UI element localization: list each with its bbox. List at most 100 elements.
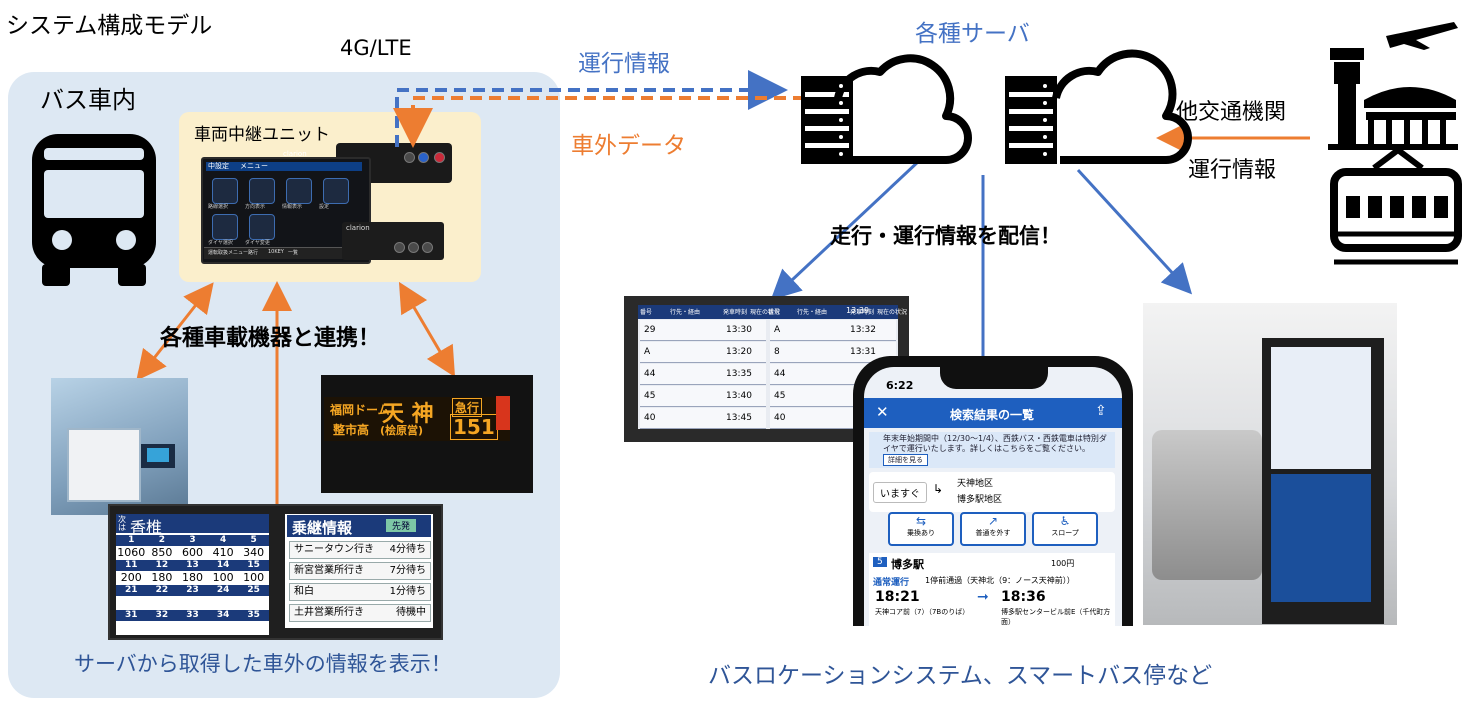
transfer-time: 4分待ち [389, 544, 426, 555]
result-dep-time: 18:21 [875, 589, 920, 605]
phone-time: 6:22 [886, 379, 914, 392]
device-bottom-button[interactable]: 運転取扱 [208, 250, 229, 256]
airplane-icon [1386, 22, 1458, 50]
phone-header [864, 398, 1122, 428]
port-icon [404, 152, 415, 163]
filter-icon: ♿ [1059, 514, 1071, 528]
device-menu-icon[interactable] [323, 178, 349, 204]
board-no: 45 [774, 391, 786, 401]
board-header-cell: 番号 [768, 309, 781, 316]
fare-zone: 31 [125, 610, 138, 620]
device-menu-icon[interactable] [212, 178, 238, 204]
device-bottom-button[interactable]: メニュー [228, 250, 249, 256]
board-no: A [644, 347, 651, 357]
device-bottom-button[interactable]: 路行 [248, 250, 259, 256]
phone-notice-button[interactable]: 詳細を見る [883, 454, 928, 466]
transfer-row: 和白 1分待ち [289, 583, 431, 601]
transfer-dest: 土井営業所行き [294, 607, 364, 618]
device-menu-icon[interactable] [286, 178, 312, 204]
board-header-cell: 番号 [640, 309, 653, 316]
fare-value: 1060 [117, 546, 146, 559]
board-no: 40 [644, 413, 656, 423]
transfer-dest: サニータウン行き [294, 544, 374, 555]
phone-filter-button[interactable]: ↗ 普通を外す [960, 512, 1026, 546]
relay-unit-box-device [342, 222, 444, 260]
phone-share-icon[interactable]: ⇪ [1095, 403, 1107, 419]
port-icon [434, 152, 445, 163]
board-no: 29 [644, 325, 656, 335]
result-route-no: 5 [873, 557, 887, 567]
phone-filter-button[interactable]: ♿ スロープ [1032, 512, 1098, 546]
board-header [638, 305, 898, 319]
relay-unit-label: 車両中継ユニット [194, 125, 330, 145]
servers-label: 各種サーバ [915, 21, 1030, 47]
fare-value: 850 [151, 546, 173, 559]
transfer-dest: 和白 [294, 586, 314, 597]
board-time: 13:45 [726, 413, 752, 423]
fare-stop-name: 香椎 [130, 518, 163, 537]
device-brand: clarion [283, 150, 307, 158]
filter-icon: ⇆ [915, 514, 927, 528]
fare-zone: 4 [219, 535, 227, 545]
fare-row-values [116, 596, 269, 610]
phone-to-stop: 博多駅地区 [957, 495, 1003, 505]
fare-table-header [116, 514, 269, 533]
server-icon [1001, 74, 1061, 166]
fare-zone: 15 [247, 560, 260, 570]
board-time: 13:20 [726, 347, 752, 357]
device-menu-icon[interactable] [249, 214, 275, 240]
link-arrow-sign [398, 281, 456, 378]
fare-zone: 34 [216, 610, 230, 620]
result-arr-time: 18:36 [1001, 589, 1046, 605]
phone-filter-button[interactable]: ⇆ 乗換あり [888, 512, 954, 546]
fare-value [147, 596, 178, 610]
board-row-right: A 13:32 [770, 320, 896, 341]
sign-red-block [496, 396, 510, 430]
result-status-tag: 通常運行 [873, 578, 910, 588]
phone-close-icon[interactable]: ✕ [876, 403, 889, 421]
phone-route-card[interactable]: いますぐ ↳ 天神地区 博多駅地区 [869, 472, 1115, 512]
device-bottom-button[interactable]: 一覧 [288, 250, 299, 256]
distribute-caption: 走行・運行情報を配信！ [830, 224, 1061, 248]
phone-departure-label[interactable]: いますぐ [873, 482, 927, 503]
device-menu-icon[interactable] [212, 214, 238, 240]
sign-line1: 福岡ドーム [330, 403, 390, 417]
other-transport-label: 他交通機関 [1176, 100, 1287, 125]
fare-value [238, 621, 269, 635]
filter-label: スロープ [1051, 529, 1079, 537]
fare-zone: 25 [247, 585, 260, 595]
device-menu-icon[interactable] [249, 178, 275, 204]
fare-zone: 3 [189, 535, 196, 545]
device-bottom-button[interactable]: 10KEY [268, 249, 284, 255]
bus-icon [32, 134, 156, 286]
board-time: 13:31 [850, 347, 876, 357]
device-menu-label: 路線選択 [208, 204, 229, 210]
board-clock: 13:39 [846, 306, 870, 315]
result-arr-stop: 博多駅センタービル前E（千代町方面） [1001, 608, 1111, 626]
fare-zone: 11 [125, 560, 138, 570]
fare-zone: 2 [158, 535, 166, 545]
fare-zone: 13 [186, 560, 199, 570]
transfer-dest: 新宮営業所行き [294, 565, 364, 576]
port-icon [418, 152, 429, 163]
board-no: 45 [644, 391, 656, 401]
device-menu-label: ダイヤ選択 [208, 240, 233, 246]
board-no: A [774, 325, 781, 335]
sign-sub: (桧原営) [380, 424, 424, 437]
device-topbar [206, 162, 362, 171]
airport-terminal-icon [1328, 48, 1458, 150]
filter-icon: ↗ [987, 514, 999, 528]
board-no: 44 [774, 369, 786, 379]
flow-label-external-data: 車外データ [571, 133, 686, 159]
fare-value: 410 [212, 546, 234, 559]
fare-zone: 1 [128, 535, 135, 545]
fare-zone: 32 [155, 610, 169, 620]
fare-value [208, 596, 239, 610]
phone-result[interactable]: 5 博多駅 100円 通常運行 1停前通過（天神北（9：ノース天神前）） 18:… [869, 553, 1115, 626]
device-bottom-bar [204, 247, 364, 259]
board-row-left: A 13:20 [640, 342, 766, 363]
